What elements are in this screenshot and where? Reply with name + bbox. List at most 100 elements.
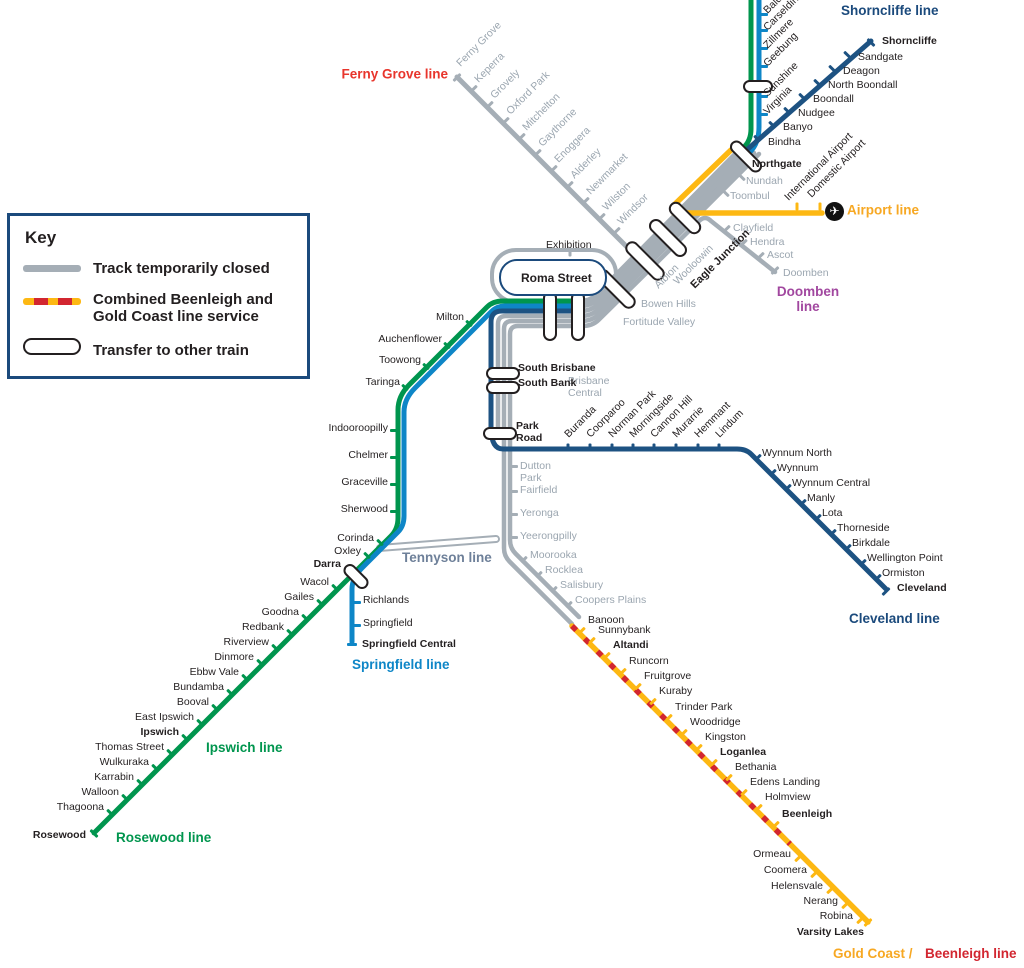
- station-label: Bindha: [768, 136, 801, 149]
- transfer-oval: [486, 366, 520, 380]
- ipswich-rosewood-line: [91, 298, 583, 836]
- station-tick: [510, 489, 518, 493]
- transfer-oval: [486, 380, 520, 394]
- station-label: Deagon: [843, 65, 880, 78]
- station-label: Karrabin: [94, 771, 134, 784]
- line-name-springfield: Springfield line: [352, 657, 450, 672]
- station-label: Fruitgrove: [644, 670, 692, 683]
- line-name-cleveland: Cleveland line: [849, 611, 940, 626]
- station-label: Ascot: [767, 249, 794, 262]
- station-label: Holmview: [765, 791, 811, 804]
- station-label: Wacol: [300, 576, 329, 589]
- station-label: Beenleigh: [782, 808, 833, 821]
- closed-track-row4: [501, 151, 762, 627]
- station-label: Wynnum Central: [792, 477, 871, 490]
- station-tick: [760, 12, 768, 16]
- station-label: South Brisbane: [518, 362, 596, 375]
- station-label: Thomas Street: [95, 741, 164, 754]
- station-label: Dutton Park: [520, 460, 551, 484]
- north-green-line: [740, 0, 754, 151]
- combined-service-swatch: [23, 298, 81, 305]
- station-tick: [347, 642, 357, 646]
- airplane-icon: ✈: [825, 202, 844, 221]
- station-tick: [610, 443, 614, 451]
- station-tick: [510, 512, 518, 516]
- line-name-ferny-grove: Ferny Grove line: [341, 66, 448, 82]
- line-name-shorncliffe: Shorncliffe line: [841, 3, 939, 18]
- station-label: Bowen Hills: [641, 298, 696, 310]
- station-label: Brisbane Central: [568, 375, 610, 399]
- station-label: Woodridge: [690, 716, 741, 729]
- station-tick: [760, 112, 768, 116]
- station-label: Salisbury: [560, 579, 604, 592]
- station-label: Wellington Point: [867, 552, 943, 565]
- station-tick: [760, 46, 768, 50]
- station-label: Cleveland: [897, 582, 947, 595]
- station-label: Runcorn: [629, 655, 669, 668]
- station-label: Taringa: [365, 376, 400, 389]
- station-label: Ormeau: [753, 848, 791, 861]
- station-tick: [390, 455, 398, 459]
- station-tick: [760, 94, 768, 98]
- legend-title: Key: [25, 228, 57, 247]
- station-label: Banyo: [783, 121, 813, 134]
- station-tick: [717, 443, 721, 451]
- station-label: Northgate: [752, 158, 802, 171]
- station-tick: [760, 28, 768, 32]
- line-name-ipswich: Ipswich line: [206, 740, 283, 755]
- station-label: Park Road: [516, 420, 543, 444]
- station-label: Thagoona: [56, 801, 104, 814]
- station-label: Varsity Lakes: [796, 926, 864, 939]
- station-label: Toombul: [730, 190, 770, 203]
- station-label: Springfield: [363, 617, 413, 630]
- station-label: Clayfield: [733, 222, 774, 235]
- station-label: Altandi: [613, 639, 649, 652]
- station-label: Springfield Central: [362, 638, 456, 651]
- gold-coast-beenleigh-line: [569, 623, 871, 925]
- transfer-oval: [571, 291, 585, 341]
- station-tick: [674, 443, 678, 451]
- station-label: Doomben: [783, 267, 829, 280]
- station-label: Coopers Plains: [575, 594, 647, 607]
- station-label: Auchenflower: [378, 333, 442, 346]
- legend-item-label: Track temporarily closed: [93, 260, 270, 277]
- station-label: Birkdale: [852, 537, 890, 550]
- legend-item-label: Combined Beenleigh and Gold Coast line s…: [93, 291, 274, 326]
- station-label: Trinder Park: [675, 701, 733, 714]
- station-tick: [795, 202, 799, 210]
- station-label: Sunnybank: [598, 624, 651, 637]
- transfer-oval: [543, 291, 557, 341]
- station-label: Goodna: [261, 606, 299, 619]
- line-name-gold-coast: Gold Coast /: [833, 946, 913, 961]
- station-label: Yeronga: [520, 507, 559, 520]
- station-label: Ipswich: [140, 726, 179, 739]
- station-label: Corinda: [337, 532, 374, 545]
- station-label: Oxley: [334, 545, 361, 558]
- station-label: Hendra: [750, 236, 785, 249]
- station-label: Thorneside: [837, 522, 890, 535]
- line-name-doomben: Doomben line: [776, 284, 840, 314]
- line-name-rosewood: Rosewood line: [116, 830, 212, 845]
- station-label: Booval: [176, 696, 209, 709]
- station-label: Wulkuraka: [99, 756, 149, 769]
- station-label: Yeerongpilly: [520, 530, 577, 543]
- station-label: Exhibition: [546, 239, 592, 251]
- line-name-beenleigh: Beenleigh line: [925, 946, 1017, 961]
- station-label: Fortitude Valley: [623, 316, 696, 328]
- station-tick: [353, 600, 361, 604]
- transfer-oval: [483, 426, 517, 440]
- station-label: Ormiston: [882, 567, 925, 580]
- station-label: Coomera: [763, 864, 807, 877]
- station-label: Moorooka: [530, 549, 577, 562]
- station-label: Richlands: [363, 594, 410, 607]
- station-label: Edens Landing: [750, 776, 821, 789]
- station-label: Bundamba: [173, 681, 224, 694]
- station-label: Sandgate: [858, 51, 903, 64]
- station-tick: [588, 443, 592, 451]
- transfer-oval-swatch: [23, 338, 81, 355]
- station-label: Manly: [807, 492, 836, 505]
- station-label: Wynnum: [777, 462, 819, 475]
- station-label: Sherwood: [340, 503, 388, 516]
- station-tick: [510, 464, 518, 468]
- station-label: Boondall: [813, 93, 854, 106]
